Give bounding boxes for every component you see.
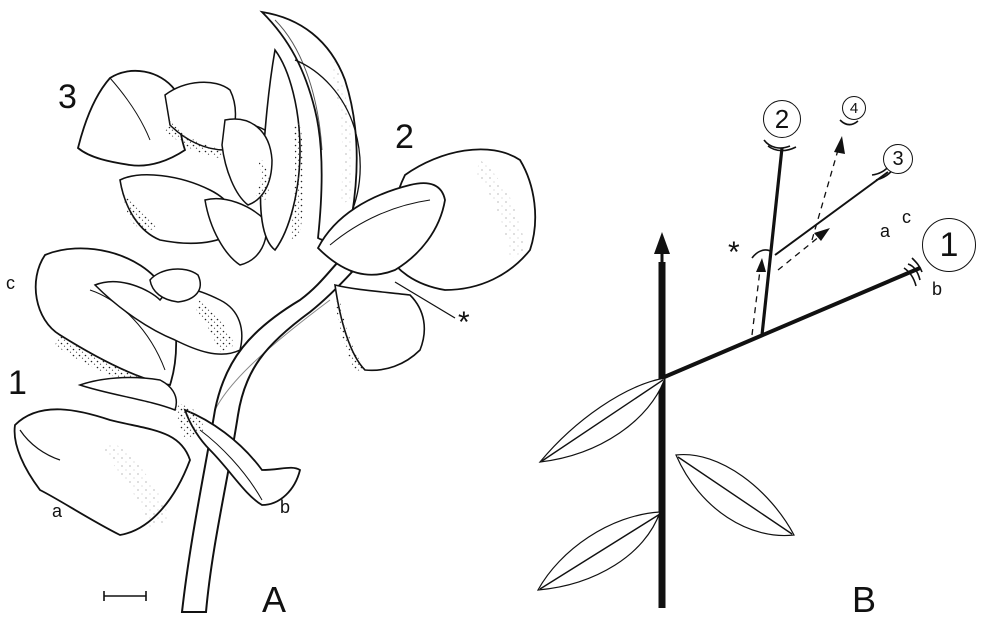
node-2: 2 xyxy=(763,100,801,138)
b-asterisk: * xyxy=(728,238,740,268)
node-3-label: 3 xyxy=(892,148,903,171)
a-branch-3: 3 xyxy=(58,80,77,114)
a-part-c: c xyxy=(6,274,15,292)
node-2-label: 2 xyxy=(775,104,789,135)
a-branch-2: 2 xyxy=(395,120,414,154)
a-part-a: a xyxy=(52,502,62,520)
b-part-a: a xyxy=(880,222,890,240)
a-branch-1: 1 xyxy=(8,366,27,400)
node-1-label: 1 xyxy=(940,226,959,265)
b-part-c: c xyxy=(902,208,911,226)
leaf-left-upper xyxy=(540,378,665,462)
node-3: 3 xyxy=(883,144,913,174)
leaf-left-lower xyxy=(538,512,660,590)
dashed-arrow-to-4 xyxy=(812,136,845,240)
node-4-label: 4 xyxy=(850,100,858,117)
branch-to-1 xyxy=(662,268,920,378)
node-4: 4 xyxy=(842,96,866,120)
a-asterisk: * xyxy=(458,308,470,338)
leaf-right xyxy=(676,455,794,536)
axis-arrowhead xyxy=(654,232,670,254)
branch-to-2 xyxy=(762,148,782,335)
node-1: 1 xyxy=(922,218,976,272)
b-part-b: b xyxy=(932,280,942,298)
a-part-b: b xyxy=(280,498,290,516)
branch-to-3 xyxy=(775,172,888,255)
panel-a-label: A xyxy=(262,582,286,618)
panel-b-label: B xyxy=(852,582,876,618)
